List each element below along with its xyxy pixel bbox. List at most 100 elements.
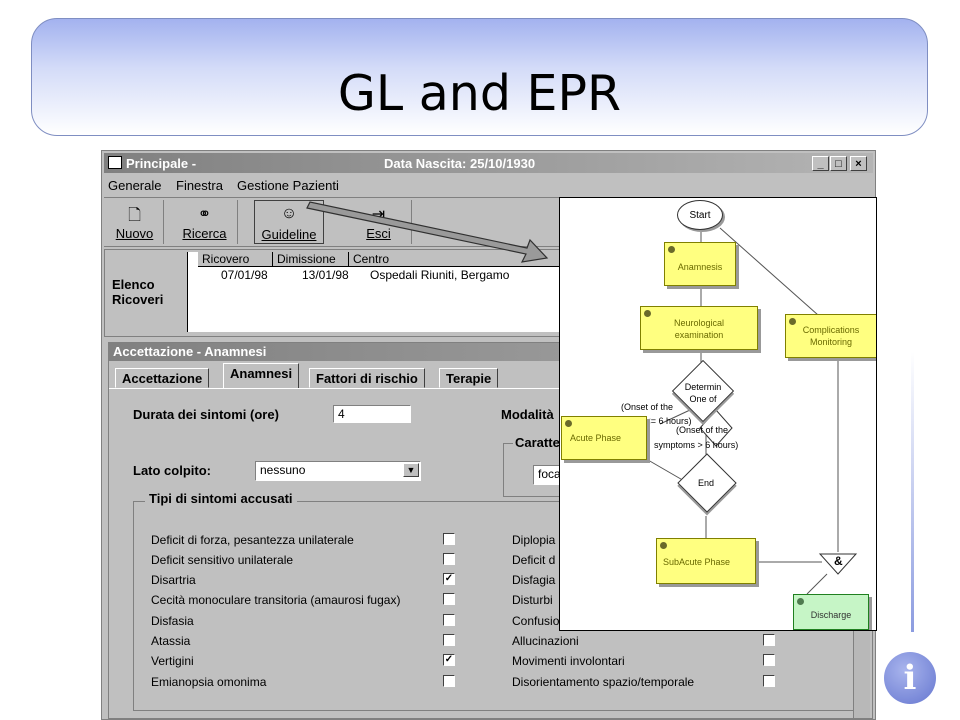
symptom-checkbox[interactable] [443,634,455,646]
tab-fattori-di-rischio[interactable]: Fattori di rischio [309,368,425,388]
guideline-flowchart: Start Anamnesis Neurological examination… [559,197,877,631]
elenco-ricoveri-label: Elenco Ricoveri [112,277,163,307]
elenco-label-line2: Ricoveri [112,292,164,307]
determine-label-2: One of [689,394,717,404]
discharge-node[interactable]: Discharge [793,594,869,630]
tab-divider [109,388,559,389]
symptom-label: Emianopsia omonima [151,675,267,689]
discharge-label: Discharge [810,610,852,620]
symptom-checkbox[interactable] [443,675,455,687]
symptom-checkbox[interactable] [443,614,455,626]
elenco-label-line1: Elenco [112,277,155,292]
node-marker-icon [644,310,651,317]
symptom-label: Diplopia [512,533,556,547]
symptom-label: Atassia [151,634,191,648]
tab-accettazione[interactable]: Accettazione [115,368,210,388]
binoculars-icon: ⚭ [197,206,212,223]
toolbar: 🗋 Nuovo ⚭ Ricerca ☺ Guideline ⇥ Esci [104,197,873,247]
menu-gestione-pazienti[interactable]: Gestione Pazienti [237,178,339,193]
symptom-checkbox[interactable] [763,675,775,687]
col-centro[interactable]: Centro [349,252,561,267]
nuovo-button[interactable]: 🗋 Nuovo [106,200,164,244]
slide-title: GL and EPR [337,65,622,122]
subacute-label: SubAcute Phase [663,557,731,567]
menu-finestra[interactable]: Finestra [176,178,223,193]
complications-node[interactable]: Complications Monitoring [785,314,876,358]
and-label: & [834,554,843,568]
choice-shape-inner [699,409,733,447]
end-label: End [697,478,714,488]
start-label: Start [689,210,711,221]
node-marker-icon [789,318,796,325]
col-ricovero[interactable]: Ricovero [198,252,273,267]
anamnesis-label: Anamnesis [677,262,723,272]
modalita-label: Modalità [501,407,554,422]
condition-long-2: symptoms > 6 hours) [654,440,739,450]
birth-date: Data Nascita: 25/10/1930 [384,156,536,171]
ricerca-label: Ricerca [182,226,227,241]
symptom-label: Confusio [512,614,560,628]
sintomi-group-label: Tipi di sintomi accusati [145,491,297,506]
cell-dimissione: 13/01/98 [302,268,349,282]
symptom-label: Vertigini [151,654,194,668]
symptom-label: Deficit di forza, pesantezza unilaterale [151,533,354,547]
subacute-phase-node[interactable]: SubAcute Phase [656,538,756,584]
symptom-label: Disfagia [512,573,556,587]
neurological-node[interactable]: Neurological examination [640,306,758,350]
menu-generale[interactable]: Generale [108,178,162,193]
symptom-checkbox[interactable] [443,553,455,565]
esci-label: Esci [366,226,391,241]
node-marker-icon [797,598,804,605]
new-document-icon: 🗋 [128,207,141,224]
tab-anamnesi[interactable]: Anamnesi [223,363,300,389]
guideline-label: Guideline [261,227,317,242]
durata-input[interactable]: 4 [333,405,411,423]
node-marker-icon [660,542,667,549]
menu-bar: Generale Finestra Gestione Pazienti [104,175,873,195]
nuovo-label: Nuovo [115,226,154,241]
ricoveri-grid[interactable]: Ricovero Dimissione Centro 07/01/98 13/0… [187,252,561,332]
start-node[interactable]: Start [677,200,723,230]
neuro-label-2: examination [674,330,724,340]
symptom-checkbox[interactable] [443,533,455,545]
complications-label-1: Complications [802,325,860,335]
maximize-button[interactable]: □ [830,156,847,171]
symptom-checkbox[interactable]: ✓ [443,654,455,666]
lato-select[interactable]: nessuno ▼ [255,461,421,481]
symptom-label: Cecità monoculare transitoria (amaurosi … [151,593,401,607]
condition-long-1: (Onset of the [676,425,729,435]
symptom-checkbox[interactable]: ✓ [443,573,455,585]
ricerca-button[interactable]: ⚭ Ricerca [172,200,238,244]
window-titlebar: Principale - Data Nascita: 25/10/1930 _ … [104,153,873,173]
lato-label: Lato colpito: [133,463,211,478]
close-button[interactable]: × [850,156,867,171]
app-icon[interactable] [108,156,122,169]
minimize-button[interactable]: _ [812,156,829,171]
complications-label-2: Monitoring [809,337,853,347]
symptom-label: Allucinazioni [512,634,579,648]
people-icon: ☺ [280,205,298,222]
symptom-checkbox[interactable] [763,654,775,666]
symptom-checkbox[interactable] [763,634,775,646]
ricoveri-panel: Elenco Ricoveri Ricovero Dimissione Cent… [104,249,561,337]
anamnesis-node[interactable]: Anamnesis [664,242,736,286]
info-logo-glyph: i [903,658,917,698]
caratte-field[interactable]: foca [533,465,565,485]
node-marker-icon [565,420,572,427]
window-title: Principale - [126,156,197,171]
and-join-triangle[interactable] [818,552,858,576]
symptom-checkbox[interactable] [443,593,455,605]
chevron-down-icon[interactable]: ▼ [403,463,419,477]
symptom-label: Disorientamento spazio/temporale [512,675,695,689]
acute-label: Acute Phase [570,433,622,443]
symptom-label: Disfasia [151,614,194,628]
col-dimissione[interactable]: Dimissione [273,252,349,267]
node-marker-icon [668,246,675,253]
condition-short-1: (Onset of the [621,402,674,412]
tab-terapie[interactable]: Terapie [439,368,499,388]
guideline-button[interactable]: ☺ Guideline [254,200,324,244]
symptom-label: Movimenti involontari [512,654,625,668]
durata-label: Durata dei sintomi (ore) [133,407,279,422]
acute-phase-node[interactable]: Acute Phase [561,416,647,460]
